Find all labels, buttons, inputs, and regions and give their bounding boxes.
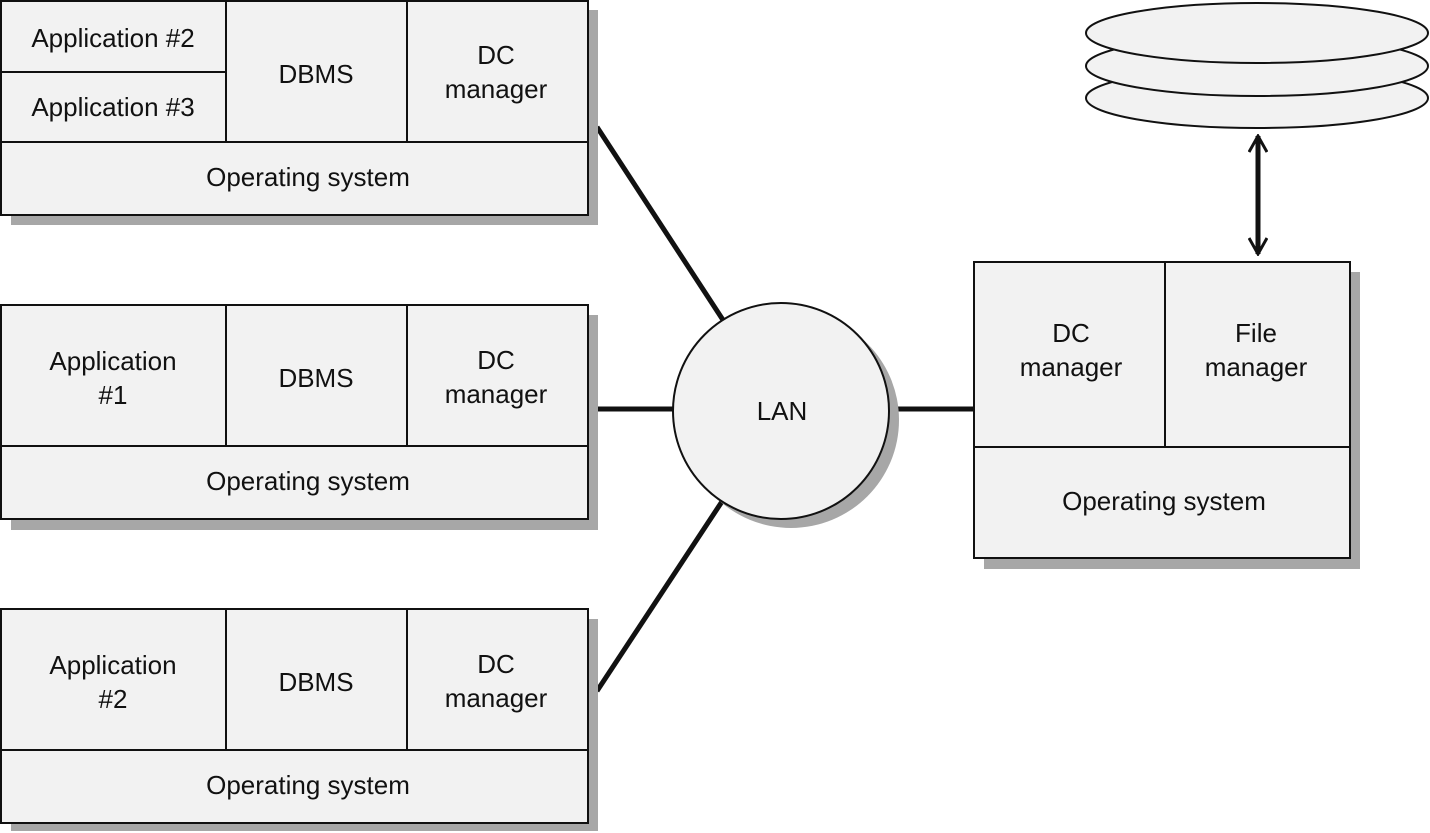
- client-node-3: Application #2 DBMS DC manager Operating…: [0, 608, 598, 831]
- client-node-1-frame: [0, 0, 589, 216]
- client2-application-line2: #1: [99, 380, 128, 410]
- server-operating-system: Operating system: [1062, 486, 1266, 516]
- server-file-line1: File: [1235, 318, 1277, 348]
- client-node-2: Application #1 DBMS DC manager Operating…: [0, 304, 598, 530]
- client3-operating-system: Operating system: [206, 770, 410, 800]
- client2-operating-system: Operating system: [206, 466, 410, 496]
- client1-dc-line1: DC: [477, 40, 515, 70]
- client3-dc-line1: DC: [477, 649, 515, 679]
- client2-application-line1: Application: [49, 346, 176, 376]
- client2-dbms: DBMS: [278, 363, 353, 393]
- client1-operating-system: Operating system: [206, 162, 410, 192]
- client-node-3-frame: [0, 608, 589, 824]
- lan-label: LAN: [757, 396, 808, 426]
- client1-application-a: Application #2: [31, 23, 194, 53]
- link-client3-lan: [594, 498, 726, 693]
- connection-lines: [588, 125, 974, 693]
- link-client1-lan: [594, 125, 726, 322]
- client2-dc-line1: DC: [477, 345, 515, 375]
- server-dc-line1: DC: [1052, 318, 1090, 348]
- client3-dbms: DBMS: [278, 667, 353, 697]
- client-node-2-frame: [0, 304, 589, 520]
- server-file-line2: manager: [1205, 352, 1308, 382]
- disk-stack-icon: [1085, 2, 1429, 129]
- client1-dbms: DBMS: [278, 59, 353, 89]
- disk-top: [1085, 2, 1429, 64]
- lan-hub: LAN: [672, 302, 899, 528]
- server-node-frame: [973, 261, 1351, 559]
- client1-application-b: Application #3: [31, 92, 194, 122]
- client3-application-line2: #2: [99, 684, 128, 714]
- client3-application-line1: Application: [49, 650, 176, 680]
- client2-dc-line2: manager: [445, 379, 548, 409]
- client-node-1: Application #2 Application #3 DBMS DC ma…: [0, 0, 598, 225]
- server-dc-line2: manager: [1020, 352, 1123, 382]
- client3-dc-line2: manager: [445, 683, 548, 713]
- lan-hub-circle: [672, 302, 890, 520]
- server-node: DC manager File manager Operating system: [973, 261, 1360, 569]
- client1-dc-line2: manager: [445, 74, 548, 104]
